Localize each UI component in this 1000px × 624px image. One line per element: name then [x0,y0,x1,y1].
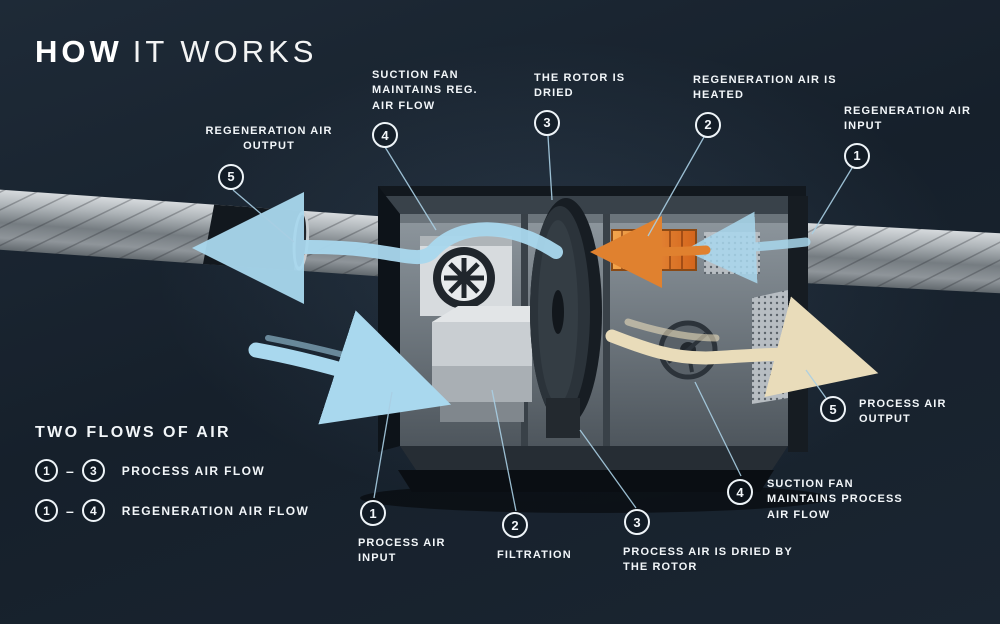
callout-label: PROCESS AIR IS DRIED BY THE ROTOR [623,546,793,574]
step-badge: 4 [81,499,105,522]
callout-label: REGENERATION AIR IS HEATED [693,74,837,102]
step-badge: 2 [502,512,528,538]
outlet-mesh [752,290,788,404]
step-badge: 1 [844,142,870,169]
step-badge: 1 [35,459,58,482]
callout-label: PROCESS AIR INPUT [358,537,446,565]
step-badge: 5 [820,396,846,422]
legend-row-process: 1 – 3 PROCESS AIR FLOW [35,459,309,482]
range-dash: – [66,462,74,479]
process-air-output-arrow [605,296,879,398]
callout-filtration: 2 FILTRATION [497,512,607,563]
callout-label: FILTRATION [497,549,572,561]
step-badge: 4 [372,122,398,149]
callout-label: PROCESS AIR OUTPUT [859,398,947,426]
step-badge: 3 [81,459,105,482]
range-dash: – [66,502,74,519]
callout-suction-fan-process: 4 SUCTION FAN MAINTAINS PROCESS AIR FLOW [727,477,932,523]
callout-label: SUCTION FAN MAINTAINS REG. AIR FLOW [372,69,478,112]
step-badge: 5 [218,163,244,190]
heated-air-arrow [590,215,711,288]
legend: TWO FLOWS OF AIR 1 – 3 PROCESS AIR FLOW … [35,424,309,522]
rotor [530,198,602,438]
legend-row-regeneration: 1 – 4 REGENERATION AIR FLOW [35,499,309,522]
process-air-input-arrow-highlight [265,335,395,371]
regeneration-air-input-arrow [684,211,811,284]
step-badge: 1 [35,499,58,522]
process-air-output-arrow-highlight [624,318,720,342]
callout-process-air-output: 5 PROCESS AIR OUTPUT [820,396,1000,428]
page-title: HOW IT WORKS [35,34,317,70]
step-badge: 1 [360,500,386,526]
callout-label: THE ROTOR IS DRIED [534,72,626,100]
callout-suction-fan-reg: SUCTION FAN MAINTAINS REG. AIR FLOW 4 [372,68,484,149]
callout-regeneration-air-input: REGENERATION AIR INPUT 1 [844,104,974,169]
process-air-input-arrow [248,310,452,425]
callout-label: REGENERATION AIR OUTPUT [205,125,333,153]
step-badge: 3 [534,109,560,136]
callout-rotor-dried: THE ROTOR IS DRIED 3 [534,71,644,136]
step-badge: 2 [695,111,721,138]
legend-label: REGENERATION AIR FLOW [121,503,310,518]
callout-process-air-input: 1 PROCESS AIR INPUT [358,500,468,567]
legend-title: TWO FLOWS OF AIR [35,424,232,441]
leader-lines [232,135,853,512]
regeneration-air-output-arrow [192,191,563,304]
callout-label: REGENERATION AIR INPUT [844,105,971,133]
callout-regeneration-air-output: REGENERATION AIR OUTPUT 5 [203,124,335,190]
callout-regeneration-air-heated: REGENERATION AIR IS HEATED 2 [693,73,863,138]
callout-label: SUCTION FAN MAINTAINS PROCESS AIR FLOW [767,478,903,521]
title-bold: HOW [35,34,123,69]
left-duct [0,187,384,277]
air-flows [192,191,879,425]
title-light: IT WORKS [132,34,318,69]
legend-label: PROCESS AIR FLOW [121,463,266,478]
step-badge: 3 [624,509,650,535]
right-duct [793,222,1000,294]
regeneration-fan [420,236,512,316]
step-badge: 4 [727,479,753,505]
callout-process-air-dried: 3 PROCESS AIR IS DRIED BY THE ROTOR [623,509,813,576]
inlet-panel [704,232,760,274]
